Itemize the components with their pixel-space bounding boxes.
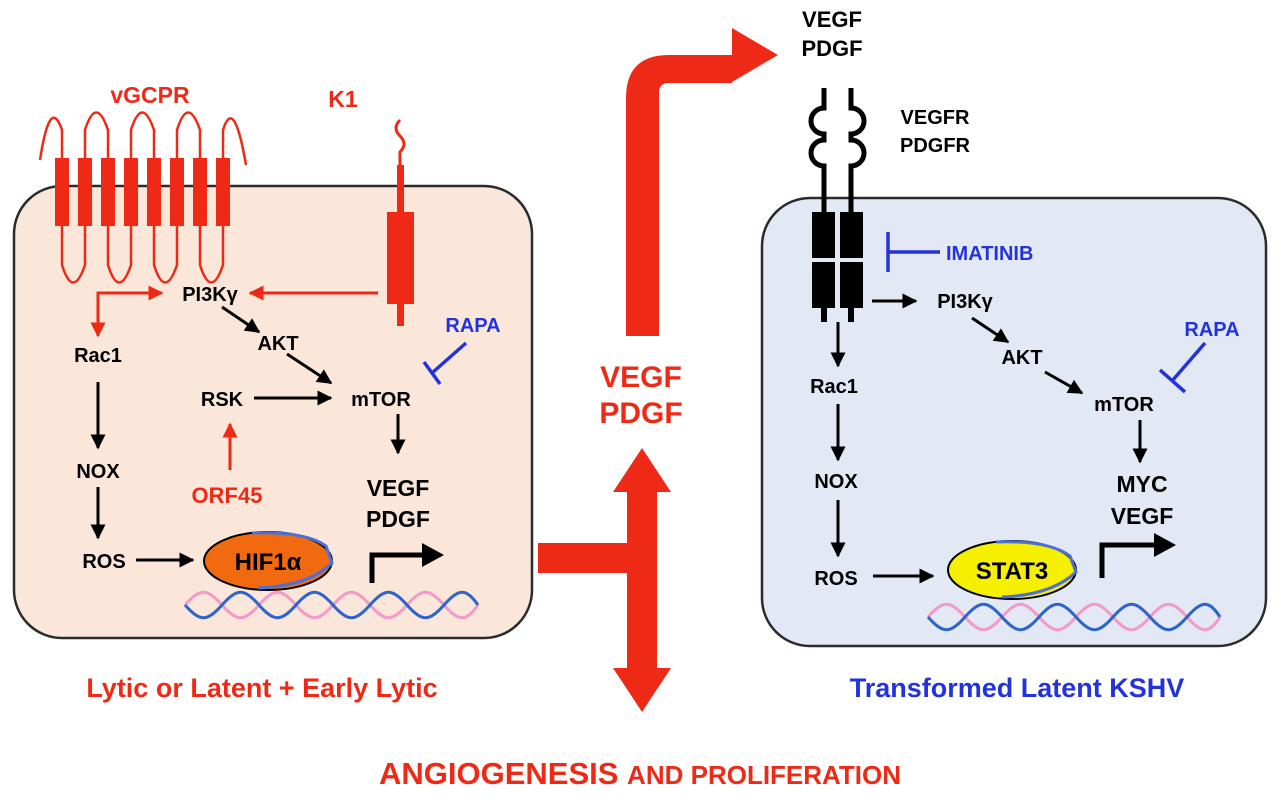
left-rapa-label: RAPA xyxy=(445,315,500,337)
left-rsk-label: RSK xyxy=(201,389,244,411)
bidirectional-arrow-icon xyxy=(538,448,671,712)
transcription-arrow-right-icon xyxy=(1099,533,1176,578)
right-ros-label: ROS xyxy=(814,568,857,590)
vegfr-pdgfr-receptor-icon xyxy=(808,88,867,322)
middle-vegf-label: VEGF xyxy=(600,361,682,394)
right-pi3k-label: PI3Kγ xyxy=(937,291,993,313)
middle-top-vegf-label: VEGF xyxy=(802,7,862,32)
right-akt-label: AKT xyxy=(1001,347,1042,369)
dna-helix-left-icon xyxy=(183,590,480,620)
dna-helix-right-icon xyxy=(926,602,1222,632)
stat3-icon xyxy=(947,540,1078,600)
vegfr-label: VEGFR xyxy=(901,107,970,129)
imatinib-label: IMATINIB xyxy=(946,243,1033,265)
right-cell xyxy=(760,196,1268,648)
right-arrows xyxy=(830,293,1148,584)
rapa-inhibition-right-icon xyxy=(1158,341,1207,394)
left-akt-label: AKT xyxy=(257,333,298,355)
right-rapa-label: RAPA xyxy=(1184,319,1239,341)
secretion-arrow-icon xyxy=(626,28,778,336)
angiogenesis-footer-part2: AND PROLIFERATION xyxy=(627,760,901,790)
right-rac1-label: Rac1 xyxy=(810,376,858,398)
left-vegf-label: VEGF xyxy=(367,475,430,501)
vgcpr-label: vGCPR xyxy=(110,82,190,108)
left-arrows xyxy=(90,285,406,568)
angiogenesis-footer: ANGIOGENESIS AND PROLIFERATION xyxy=(379,756,901,791)
left-mtor-label: mTOR xyxy=(351,389,411,411)
rapa-inhibition-left-icon xyxy=(422,341,468,386)
transcription-arrow-left-icon xyxy=(369,543,444,583)
vgcpr-receptor-icon xyxy=(38,111,248,284)
angiogenesis-footer-part1: ANGIOGENESIS xyxy=(379,756,627,791)
middle-pdgf-label: PDGF xyxy=(599,397,682,430)
left-ros-label: ROS xyxy=(82,551,125,573)
stat3-label: STAT3 xyxy=(976,558,1048,585)
hif1a-label: HIF1α xyxy=(235,549,302,576)
hif1a-icon xyxy=(203,531,334,591)
left-pdgf-label: PDGF xyxy=(366,506,430,532)
left-cell-caption: Lytic or Latent + Early Lytic xyxy=(86,673,437,703)
orf45-label: ORF45 xyxy=(192,483,263,508)
left-nox-label: NOX xyxy=(76,461,120,483)
right-nox-label: NOX xyxy=(814,471,858,493)
left-rac1-label: Rac1 xyxy=(74,345,122,367)
right-mtor-label: mTOR xyxy=(1094,394,1154,416)
middle-top-pdgf-label: PDGF xyxy=(801,36,862,61)
right-cell-caption: Transformed Latent KSHV xyxy=(850,673,1185,703)
right-myc-label: MYC xyxy=(1116,471,1167,497)
right-vegf-label: VEGF xyxy=(1111,503,1174,529)
left-pi3k-label: PI3Kγ xyxy=(182,284,238,306)
pdgfr-label: PDGFR xyxy=(900,135,971,157)
imatinib-inhibition-icon xyxy=(886,232,940,272)
k1-receptor-icon xyxy=(387,118,414,326)
k1-label: K1 xyxy=(328,86,358,112)
